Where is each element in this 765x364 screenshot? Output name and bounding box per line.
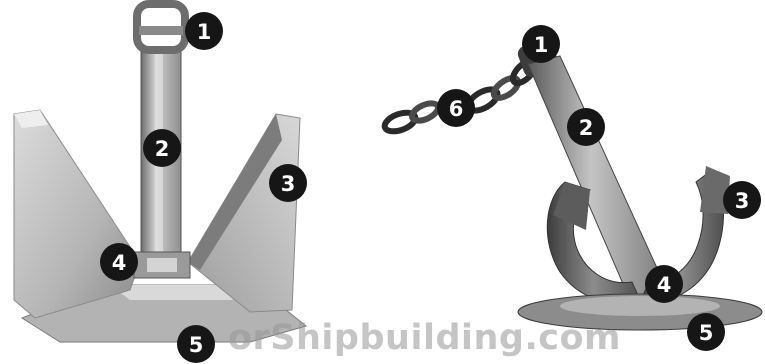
marker-label: 3 [735,189,750,213]
stockless-marker-3: 3 [723,181,761,219]
stockless-shank [528,56,668,300]
marker-label: 1 [534,33,549,57]
marker-label: 4 [657,273,672,297]
danforth-right-fluke [188,114,300,312]
stockless-anchor: 1 2 3 4 5 6 [382,25,762,351]
marker-label: 2 [579,116,594,140]
danforth-marker-4: 4 [100,243,138,281]
stockless-crown-top [560,296,720,316]
marker-label: 6 [449,97,464,121]
stockless-marker-1: 1 [522,25,560,63]
danforth-marker-2: 2 [143,129,181,167]
danforth-marker-3: 3 [269,164,307,202]
stockless-marker-6: 6 [437,89,475,127]
marker-label: 2 [155,137,170,161]
danforth-shackle-pin [139,26,183,35]
marker-label: 5 [699,321,714,345]
danforth-marker-5: 5 [177,325,215,363]
stockless-marker-2: 2 [567,108,605,146]
marker-label: 5 [189,333,204,357]
stockless-marker-5: 5 [687,313,725,351]
danforth-anchor: 1 2 3 4 5 [14,4,307,363]
danforth-marker-1: 1 [185,12,223,50]
danforth-left-fluke [14,110,140,318]
marker-label: 4 [112,251,127,275]
stockless-marker-4: 4 [645,265,683,303]
marker-label: 1 [197,20,212,44]
danforth-pivot-detail [147,258,177,272]
marker-label: 3 [281,172,296,196]
